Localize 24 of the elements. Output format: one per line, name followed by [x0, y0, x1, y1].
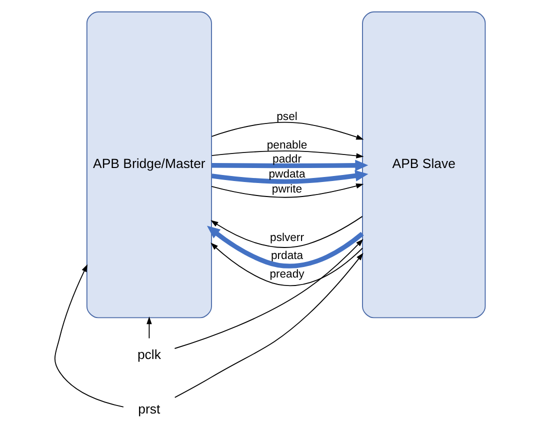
- arrow: [210, 150, 364, 158]
- arrow: [174, 238, 363, 349]
- arrow: [211, 170, 368, 184]
- arrow: [210, 122, 364, 140]
- arrow: [174, 252, 363, 398]
- node-text: prst: [138, 402, 160, 417]
- arrow: [206, 226, 364, 268]
- edge-label: pwrite: [271, 184, 302, 196]
- edge-label: pslverr: [270, 232, 304, 244]
- arrow: [146, 316, 152, 339]
- node-box: APB Bridge/Master: [86, 11, 212, 318]
- arrow: [211, 160, 368, 172]
- edge-label: paddr: [272, 153, 301, 166]
- edge-label: pready: [269, 268, 304, 281]
- edge-label: psel: [276, 111, 297, 124]
- arrow: [210, 216, 362, 248]
- arrow: [210, 183, 364, 198]
- arrow: [210, 242, 362, 286]
- node-box: APB Slave: [362, 11, 486, 318]
- edge-label: prdata: [270, 250, 303, 262]
- edge-label: pwdata: [268, 168, 305, 181]
- edge-label: penable: [266, 139, 307, 152]
- node-text: pclk: [136, 346, 160, 362]
- arrow: [54, 264, 124, 408]
